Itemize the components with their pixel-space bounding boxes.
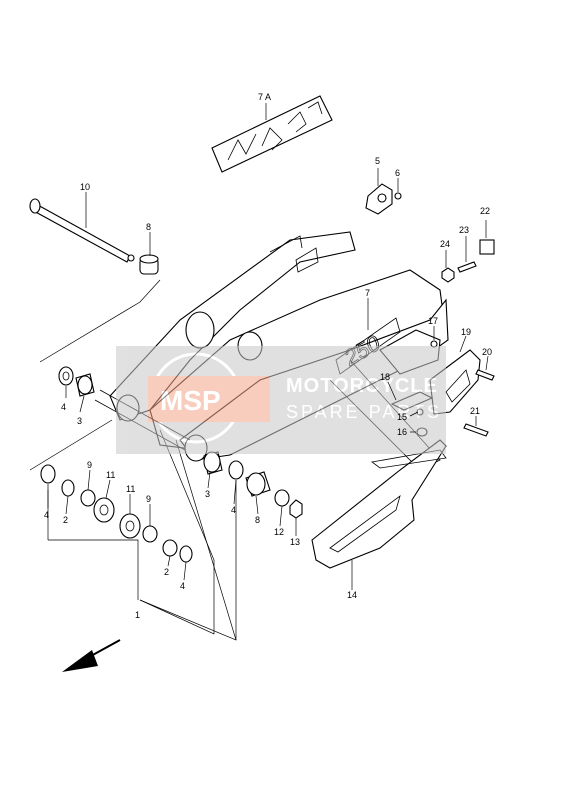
callout-15: 15 — [397, 412, 407, 422]
direction-arrow-icon — [62, 639, 121, 672]
callout-14: 14 — [347, 590, 357, 600]
watermark-line1: MOTORCYCLE — [286, 375, 438, 397]
watermark-logo — [148, 376, 270, 422]
callout-11-center: 11 — [126, 484, 135, 494]
nut-24 — [441, 250, 455, 283]
callout-2-left: 2 — [63, 515, 68, 525]
spacer-2-left — [61, 479, 75, 497]
callout-4-center: 4 — [180, 581, 185, 591]
watermark-line2: SPARE PARTS — [286, 402, 442, 422]
callout-23: 23 — [459, 225, 469, 235]
callout-4-lower-left: 4 — [44, 510, 49, 520]
screw-6 — [394, 178, 402, 200]
callout-4-upper: 4 — [61, 402, 66, 412]
callout-labels: 7 A 10 8 5 6 22 23 24 7 17 19 20 18 21 1… — [44, 92, 492, 620]
callout-20: 20 — [482, 347, 492, 357]
callout-6: 6 — [395, 168, 400, 178]
callout-18: 18 — [380, 372, 390, 382]
bearing-3-upper — [75, 373, 95, 397]
seal-4-upper — [58, 366, 74, 386]
bush-8-lower — [245, 471, 271, 497]
callout-10: 10 — [80, 182, 90, 192]
seal-4-lower-left — [40, 464, 56, 484]
callout-leaders — [47, 298, 489, 581]
callout-7a: 7 A — [258, 92, 271, 102]
nut-13 — [289, 499, 303, 519]
callout-7: 7 — [365, 288, 370, 298]
callout-8-top: 8 — [146, 222, 151, 232]
callout-17: 17 — [428, 316, 438, 326]
cushion-11-center — [119, 513, 141, 539]
seal-4-right — [228, 460, 244, 480]
callout-11-left: 11 — [106, 470, 115, 480]
chain-guide-14 — [311, 439, 447, 590]
pivot-axle-10 — [29, 192, 135, 263]
callout-19: 19 — [461, 327, 471, 337]
callout-16: 16 — [397, 427, 407, 437]
callout-13: 13 — [290, 537, 300, 547]
callout-9-left: 9 — [87, 460, 92, 470]
bracket-5 — [365, 168, 393, 215]
callout-12: 12 — [274, 527, 284, 537]
callout-2-center: 2 — [164, 567, 169, 577]
callout-1: 1 — [135, 610, 140, 620]
seal-4-center — [179, 545, 193, 563]
callout-3-upper: 3 — [77, 416, 82, 426]
callout-21: 21 — [470, 406, 480, 416]
washer-9-left — [80, 489, 96, 507]
bolt-23 — [457, 236, 477, 273]
callout-4-right: 4 — [231, 505, 236, 515]
callout-9-center: 9 — [146, 494, 151, 504]
washer-9-center — [142, 525, 158, 543]
callout-22: 22 — [480, 206, 490, 216]
bearing-3-right — [203, 451, 223, 475]
bolt-20 — [475, 369, 495, 381]
callout-8-lower: 8 — [255, 515, 260, 525]
decal-7a — [211, 95, 333, 173]
callout-5: 5 — [375, 156, 380, 166]
watermark-logo-text: MSP — [160, 385, 221, 416]
spacer-2-center — [162, 539, 178, 557]
washer-12 — [274, 489, 290, 507]
bush-8-top — [139, 232, 159, 275]
watermark: MSP MOTORCYCLE SPARE PARTS — [116, 346, 446, 454]
bolt-21 — [463, 423, 489, 437]
block-22 — [479, 220, 495, 255]
callout-24: 24 — [440, 239, 450, 249]
cushion-11-left — [93, 497, 115, 523]
callout-3-right: 3 — [205, 489, 210, 499]
